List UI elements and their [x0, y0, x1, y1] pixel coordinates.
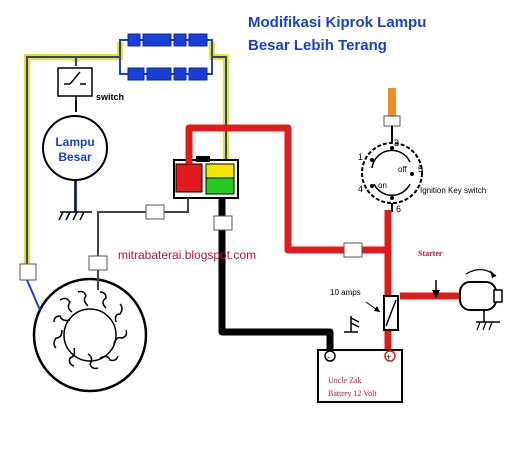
headlamp-label-line-2: Besar — [58, 150, 92, 164]
switch-label: switch — [96, 92, 124, 102]
battery-ground-icon — [344, 316, 360, 333]
battery-label-line-2: Battery 12 Volt — [328, 389, 377, 398]
ign-terminal-1: 1 — [358, 152, 363, 162]
ign-off-label: off — [398, 165, 408, 174]
battery-plus: + — [386, 352, 391, 362]
black-wires — [218, 198, 334, 350]
ign-on-label: on — [378, 181, 387, 190]
thin-black-wires — [97, 198, 189, 262]
ground-icon — [58, 180, 92, 221]
headlamp-label-line-1: Lampu — [55, 135, 94, 149]
light-switch — [57, 67, 93, 112]
title-line-2: Besar Lebih Terang — [248, 37, 387, 54]
battery — [317, 349, 403, 403]
title-line-1: Modifikasi Kiprok Lampu — [248, 14, 426, 31]
ign-terminal-5: 5 — [418, 164, 423, 174]
battery-minus: - — [327, 352, 330, 362]
starter-motor-icon — [459, 268, 503, 331]
wire-connectors — [19, 204, 363, 281]
stator-alternator — [26, 270, 148, 393]
starter-relay — [432, 280, 440, 298]
starter-label: Starter — [418, 249, 443, 258]
ignition-label: Ignition Key switch — [420, 186, 486, 195]
red-wires — [185, 124, 460, 352]
ign-terminal-4: 4 — [358, 184, 363, 194]
ign-terminal-6: 6 — [396, 204, 401, 214]
fuse — [365, 295, 399, 331]
rectifier-diode-bank — [127, 33, 208, 81]
regulator-connector — [173, 156, 239, 199]
ign-terminal-3: 3 — [394, 138, 399, 148]
fuse-label: 10 amps — [330, 288, 361, 297]
ignition-top-connector — [383, 115, 401, 127]
watermark-url: mitrabaterai.blogspot.com — [118, 248, 256, 262]
battery-label-line-1: Uncle Zak — [328, 376, 362, 385]
ignition-key-switch — [361, 126, 423, 212]
